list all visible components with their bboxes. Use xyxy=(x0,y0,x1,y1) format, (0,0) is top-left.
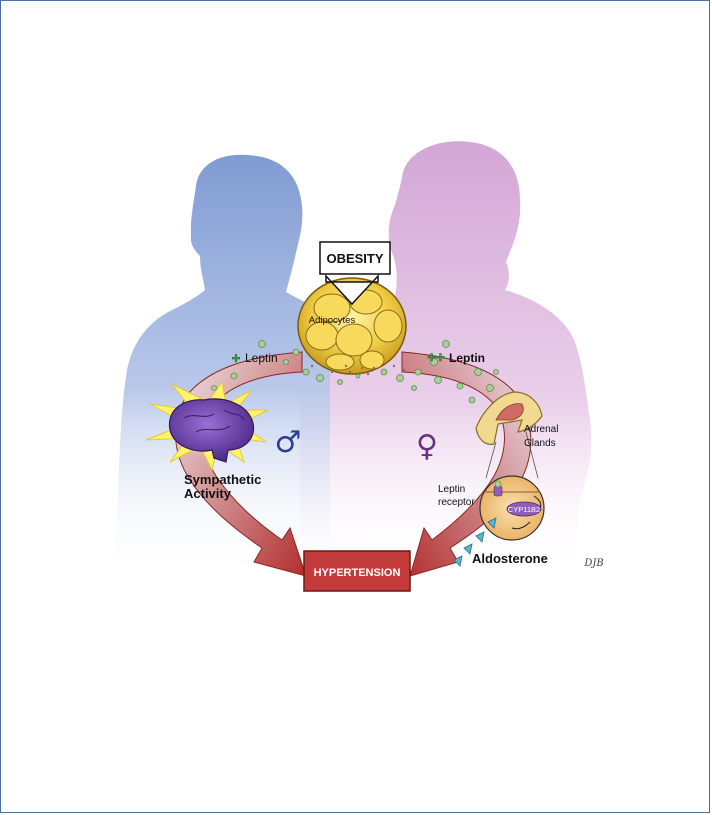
sympathetic-label-line2: Activity xyxy=(184,486,232,501)
sympathetic-label-line1: Sympathetic xyxy=(184,472,261,487)
leptin-dots-small xyxy=(310,364,406,376)
enzyme-label: CYP11B2 xyxy=(508,505,540,514)
brain-icon xyxy=(145,380,269,472)
adipocytes-label: Adipocytes xyxy=(309,315,356,326)
leptin-particles xyxy=(211,340,499,404)
leptin-receptor-line2: receptor xyxy=(438,497,475,508)
aldosterone-label: Aldosterone xyxy=(472,551,548,566)
leptin-female-plus: ++ xyxy=(427,349,445,366)
artist-signature: DJB xyxy=(583,558,603,569)
aldosterone-molecules xyxy=(453,517,497,567)
leptin-male-label: Leptin xyxy=(245,351,278,365)
obesity-label: OBESITY xyxy=(326,251,383,266)
leptin-female-label: Leptin xyxy=(449,351,485,365)
leptin-receptor-line1: Leptin xyxy=(438,484,465,495)
adipose-tissue xyxy=(297,277,407,375)
leptin-male-plus: + xyxy=(232,350,241,367)
adrenal-label-line2: Glands xyxy=(524,438,556,449)
adrenal-cell xyxy=(479,475,545,541)
hypertension-label: HYPERTENSION xyxy=(314,567,401,579)
adrenal-label-line1: Adrenal xyxy=(524,424,558,435)
male-silhouette xyxy=(108,154,330,579)
female-symbol: ♀ xyxy=(416,429,438,464)
hypertension-box xyxy=(303,550,411,592)
male-symbol: ♂ xyxy=(275,425,302,460)
obesity-callout xyxy=(319,241,391,306)
adrenal-gland-icon xyxy=(475,391,543,479)
